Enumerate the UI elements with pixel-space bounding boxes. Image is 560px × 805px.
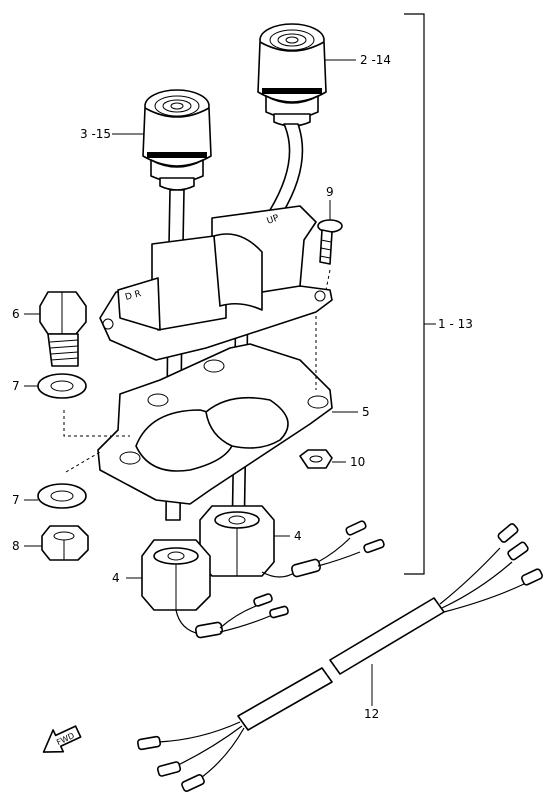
callout-1-13: 1 - 13 (438, 317, 473, 331)
grommet-4-left (141, 539, 211, 611)
callout-7-upper: 7 (12, 379, 20, 393)
callout-9: 9 (326, 185, 334, 199)
svg-text:D R: D R (124, 289, 142, 303)
switch-leads (175, 520, 385, 639)
screw-9 (317, 219, 343, 265)
callout-12: 12 (364, 707, 379, 721)
switch-3-15 (142, 89, 212, 191)
nut-8 (41, 525, 89, 561)
harness-12 (136, 523, 543, 792)
switch-2-14 (257, 23, 327, 127)
svg-text:UP: UP (266, 213, 281, 227)
bracket-assembly: D R UP (99, 205, 333, 361)
fwd-arrow-icon: FWD (42, 725, 82, 753)
callout-6: 6 (12, 307, 20, 321)
leader-lines (24, 59, 436, 706)
washer-7-upper (37, 373, 87, 399)
washer-7-lower (37, 483, 87, 509)
gasket-plate-5 (97, 343, 333, 505)
callout-3-15: 3 -15 (80, 127, 111, 141)
bolt-6 (39, 291, 87, 367)
group-bracket (404, 13, 425, 575)
callout-4-right: 4 (294, 529, 302, 543)
callout-10: 10 (350, 455, 365, 469)
callout-5: 5 (362, 405, 370, 419)
callout-8: 8 (12, 539, 20, 553)
callout-7-lower: 7 (12, 493, 20, 507)
grommet-4-right (199, 505, 275, 577)
callout-2-14: 2 -14 (360, 53, 391, 67)
nut-10 (299, 449, 333, 469)
callout-labels: 2 -14 3 -15 9 6 1 - 13 7 5 10 7 4 8 4 12 (12, 53, 473, 721)
callout-4-left: 4 (112, 571, 120, 585)
